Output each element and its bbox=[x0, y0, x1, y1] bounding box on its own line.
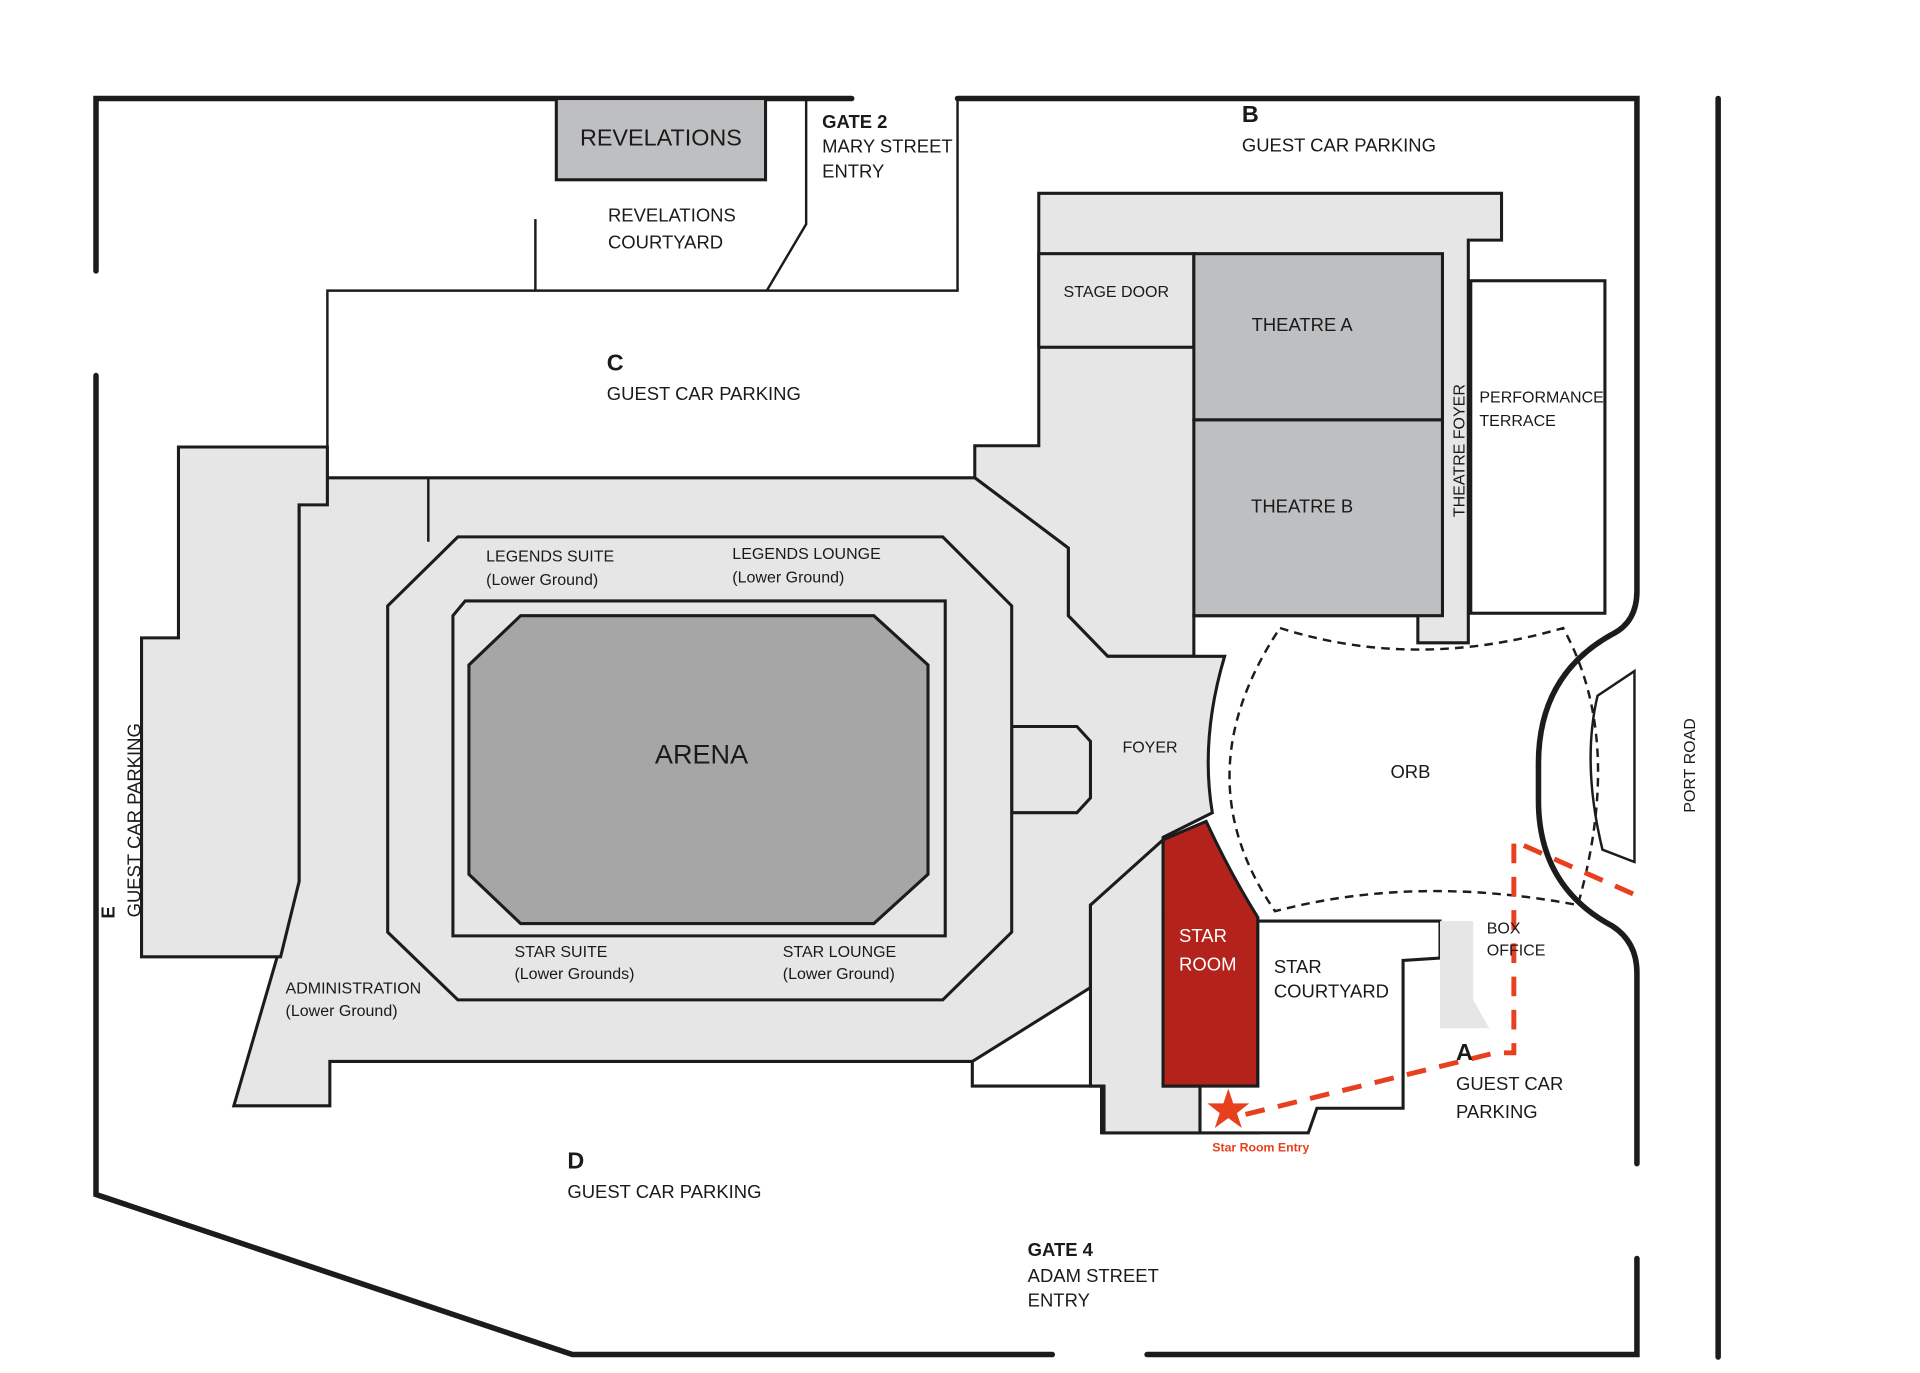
parking-c-boundary bbox=[326, 289, 536, 505]
label-foyer: FOYER bbox=[1122, 739, 1177, 756]
label-parking-c-letter: C bbox=[607, 350, 624, 376]
label-parking-a-1: GUEST CAR bbox=[1456, 1073, 1563, 1094]
label-administration-level: (Lower Ground) bbox=[286, 1003, 398, 1020]
label-legends-suite: LEGENDS SUITE bbox=[486, 549, 614, 566]
label-administration: ADMINISTRATION bbox=[286, 981, 422, 998]
label-star-lounge: STAR LOUNGE bbox=[783, 944, 896, 961]
label-theatre-b: THEATRE B bbox=[1251, 495, 1353, 516]
label-revelations-courtyard-1: REVELATIONS bbox=[608, 205, 736, 226]
label-box-office-2: OFFICE bbox=[1487, 943, 1546, 960]
label-star-room-1: STAR bbox=[1179, 925, 1227, 946]
label-star-lounge-level: (Lower Ground) bbox=[783, 966, 895, 983]
orb-outline[interactable] bbox=[1228, 626, 1600, 913]
label-legends-lounge-level: (Lower Ground) bbox=[732, 569, 844, 586]
label-parking-d: GUEST CAR PARKING bbox=[567, 1181, 761, 1202]
label-parking-a-letter: A bbox=[1456, 1039, 1473, 1065]
boundary-wall-left bbox=[93, 372, 1056, 1358]
label-performance-terrace-2: TERRACE bbox=[1479, 413, 1555, 430]
label-orb: ORB bbox=[1390, 761, 1430, 782]
arena[interactable] bbox=[467, 614, 930, 926]
label-gate2-line1: MARY STREET bbox=[822, 136, 953, 157]
label-arena: ARENA bbox=[655, 738, 749, 769]
label-parking-a-2: PARKING bbox=[1456, 1101, 1538, 1122]
label-revelations: REVELATIONS bbox=[580, 124, 742, 150]
label-theatre-foyer: THEATRE FOYER bbox=[1452, 384, 1469, 517]
port-road-island bbox=[1589, 668, 1636, 864]
label-parking-c: GUEST CAR PARKING bbox=[607, 383, 801, 404]
label-stage-door: STAGE DOOR bbox=[1064, 284, 1169, 301]
performance-terrace[interactable] bbox=[1469, 279, 1607, 615]
theatre-b[interactable] bbox=[1192, 418, 1444, 618]
box-office-kiosk[interactable] bbox=[1440, 921, 1490, 1029]
boundary-wall-top-right bbox=[954, 95, 1640, 1167]
label-star-courtyard-2: COURTYARD bbox=[1274, 980, 1389, 1001]
star-room-entry-star-icon[interactable] bbox=[1207, 1088, 1250, 1128]
label-revelations-courtyard-2: COURTYARD bbox=[608, 232, 723, 253]
label-gate2-title: GATE 2 bbox=[822, 111, 887, 132]
label-star-room-entry: Star Room Entry bbox=[1212, 1140, 1309, 1154]
label-performance-terrace-1: PERFORMANCE bbox=[1479, 390, 1603, 407]
label-parking-e: GUEST CAR PARKING bbox=[123, 723, 144, 917]
label-star-courtyard-1: STAR bbox=[1274, 956, 1322, 977]
label-star-room-2: ROOM bbox=[1179, 953, 1236, 974]
label-star-suite: STAR SUITE bbox=[514, 944, 607, 961]
theatre-a[interactable] bbox=[1192, 252, 1444, 422]
label-gate4-title: GATE 4 bbox=[1028, 1239, 1094, 1260]
label-star-suite-level: (Lower Grounds) bbox=[514, 966, 634, 983]
label-box-office-1: BOX bbox=[1487, 920, 1521, 937]
label-port-road: PORT ROAD bbox=[1682, 718, 1699, 813]
foyer-bump[interactable] bbox=[1010, 724, 1092, 815]
boundary-wall-bottom-right bbox=[1144, 1255, 1640, 1358]
label-gate2-line2: ENTRY bbox=[822, 160, 884, 181]
label-gate4-line1: ADAM STREET bbox=[1028, 1265, 1159, 1286]
label-legends-lounge: LEGENDS LOUNGE bbox=[732, 546, 880, 563]
revelations-courtyard-wall bbox=[534, 98, 959, 292]
labels: REVELATIONS REVELATIONS COURTYARD GATE 2… bbox=[97, 101, 1698, 1311]
label-gate4-line2: ENTRY bbox=[1028, 1290, 1090, 1311]
label-parking-d-letter: D bbox=[567, 1148, 584, 1174]
revelations-building[interactable] bbox=[554, 96, 768, 182]
label-legends-suite-level: (Lower Ground) bbox=[486, 572, 598, 589]
label-parking-b: GUEST CAR PARKING bbox=[1242, 134, 1436, 155]
label-parking-e-letter: E bbox=[97, 906, 118, 918]
label-parking-b-letter: B bbox=[1242, 101, 1259, 127]
label-theatre-a: THEATRE A bbox=[1252, 314, 1354, 335]
star-room-entry-route bbox=[1244, 837, 1646, 1117]
parking-e-building[interactable] bbox=[140, 445, 329, 959]
